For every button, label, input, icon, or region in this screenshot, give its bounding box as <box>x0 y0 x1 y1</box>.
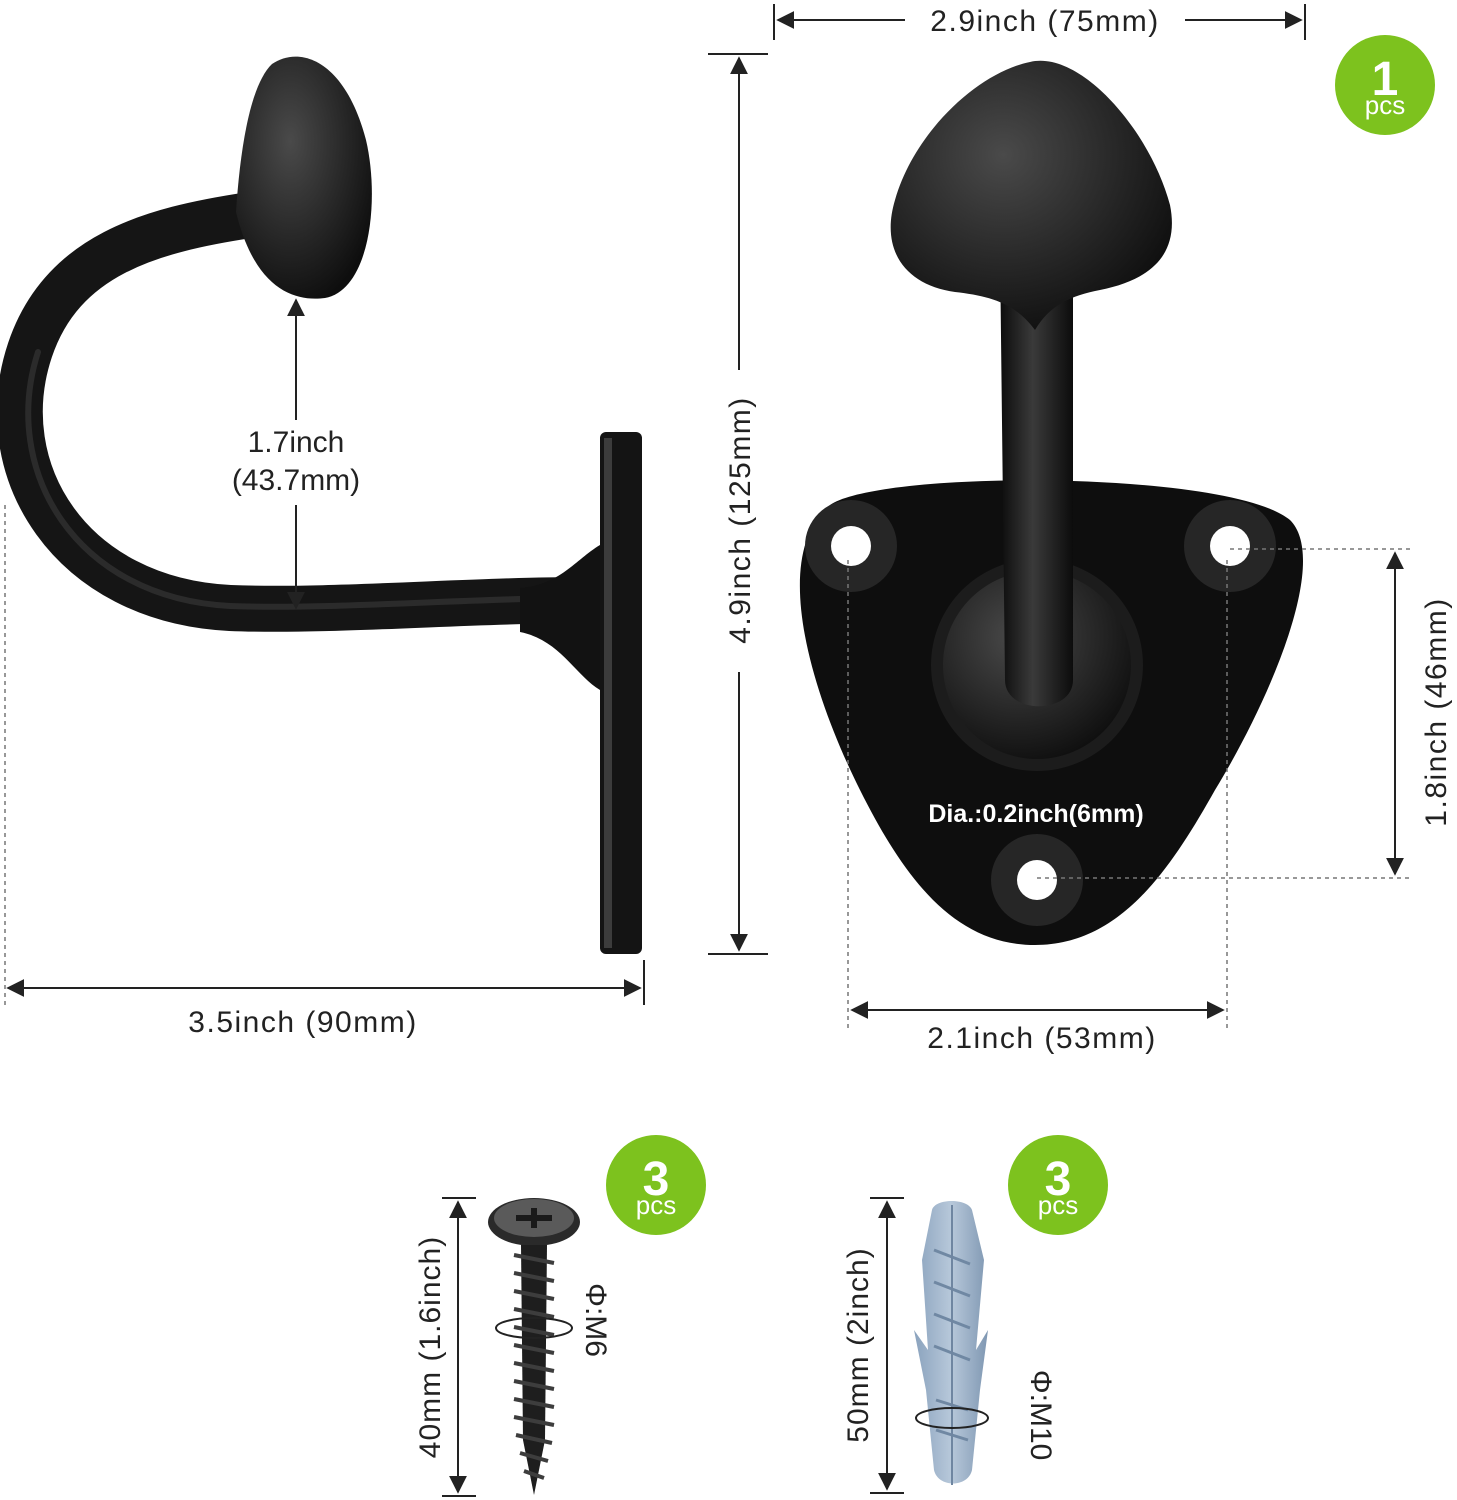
gap-mm-label: (43.7mm) <box>232 464 360 497</box>
anchor-count: 3 <box>1045 1153 1072 1206</box>
width-label: 2.9inch (75mm) <box>930 5 1159 38</box>
hole-spacing-h-label: 2.1inch (53mm) <box>927 1022 1156 1055</box>
screw-count: 3 <box>643 1153 670 1206</box>
screw-length-label: 40mm (1.6inch) <box>414 1236 447 1458</box>
hole-diameter-label: Dia.:0.2inch(6mm) <box>928 800 1143 828</box>
depth-label: 3.5inch (90mm) <box>188 1006 417 1039</box>
mount-hole-bottom <box>991 834 1083 926</box>
height-label: 4.9inch (125mm) <box>724 396 757 644</box>
hook-unit: pcs <box>1365 90 1405 120</box>
screw-unit: pcs <box>636 1190 676 1220</box>
hook-front-view-icon <box>799 60 1304 945</box>
screw-diameter-label: Φ:M6 <box>579 1283 612 1357</box>
anchor-unit: pcs <box>1038 1190 1078 1220</box>
screw-icon <box>488 1198 580 1495</box>
hook-side-view-icon <box>0 56 642 954</box>
screw-count-badge: 3 pcs <box>606 1135 706 1235</box>
hook-count-badge: 1 pcs <box>1335 35 1435 135</box>
hole-spacing-v-label: 1.8inch (46mm) <box>1420 597 1453 826</box>
anchor-diameter-label: Φ:M10 <box>1024 1370 1057 1461</box>
mount-hole-left <box>805 500 897 592</box>
hook-count: 1 <box>1372 53 1399 106</box>
wall-anchor-icon <box>914 1201 989 1485</box>
anchor-count-badge: 3 pcs <box>1008 1135 1108 1235</box>
mount-hole-right <box>1184 500 1276 592</box>
gap-inch-label: 1.7inch <box>248 426 345 459</box>
anchor-length-label: 50mm (2inch) <box>842 1247 875 1442</box>
